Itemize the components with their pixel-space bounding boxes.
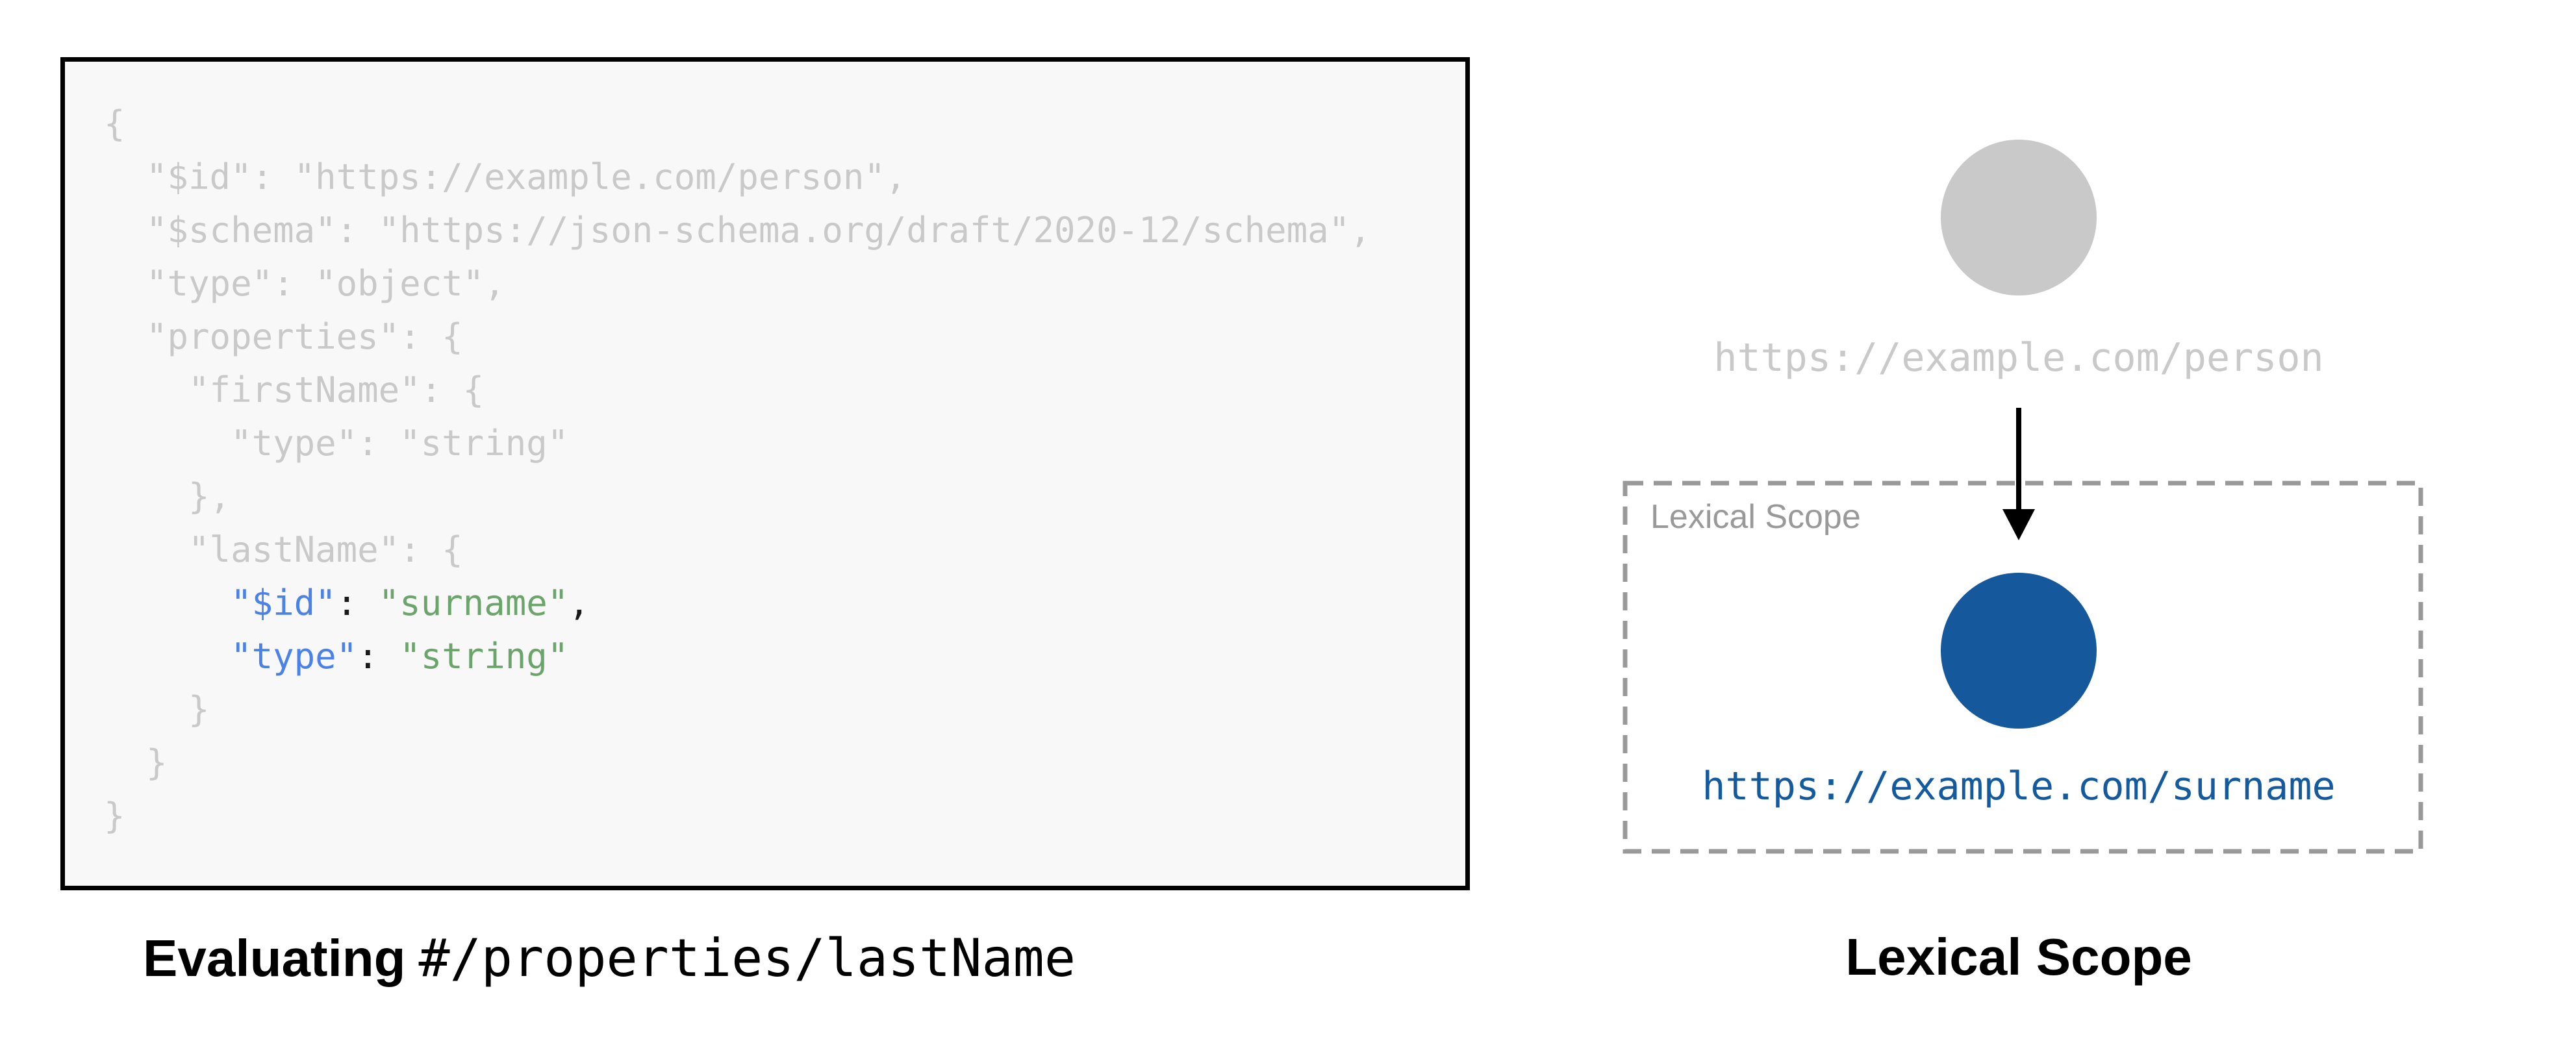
code-line: "$id": "surname",	[231, 582, 590, 623]
lexical-scope-box-label: Lexical Scope	[1650, 498, 1861, 536]
code-line: "properties": {	[104, 316, 463, 357]
code-line: "type": "object",	[104, 263, 505, 304]
code-line: {	[104, 103, 125, 144]
json-schema-code-block: { "$id": "https://example.com/person", "…	[60, 57, 1470, 890]
code-line: "$schema": "https://json-schema.org/draf…	[104, 210, 1371, 251]
code-line: "firstName": {	[104, 369, 485, 410]
code-line: },	[104, 476, 231, 517]
person-schema-uri: https://example.com/person	[1713, 335, 2324, 381]
code-line: "$id": "https://example.com/person",	[104, 156, 907, 197]
arrow-head-icon	[2002, 509, 2035, 540]
code-line: }	[104, 689, 210, 730]
code-line: }	[104, 742, 168, 783]
code-content: { "$id": "https://example.com/person", "…	[65, 62, 1465, 843]
left-caption: Evaluating#/properties/lastName	[143, 929, 1076, 988]
code-line: "type": "string"	[104, 423, 569, 464]
surname-schema-uri: https://example.com/surname	[1702, 764, 2336, 809]
code-line: "type": "string"	[231, 636, 569, 677]
left-caption-json-pointer: #/properties/lastName	[418, 928, 1076, 988]
code-line: "lastName": {	[104, 529, 463, 570]
surname-schema-node	[1941, 573, 2097, 729]
person-schema-node	[1941, 140, 2097, 295]
right-caption: Lexical Scope	[1845, 928, 2192, 986]
left-caption-label: Evaluating	[143, 929, 406, 987]
code-line: }	[104, 795, 125, 836]
